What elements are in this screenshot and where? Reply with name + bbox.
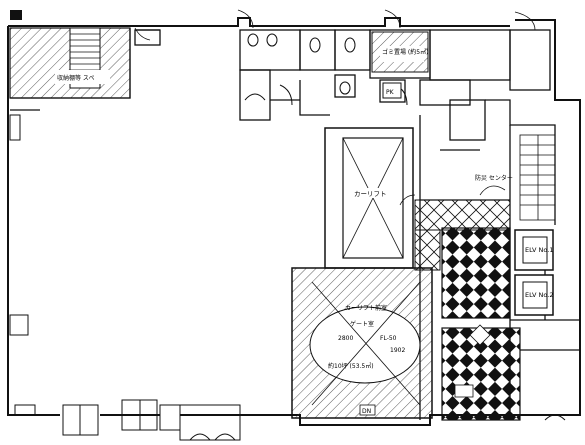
columns [9,114,36,416]
right-staircase [519,134,556,221]
lift-front-room: カーリフト前室 ゲート室 FL-50 2800 1902 約10坪 (53.5㎡… [291,267,433,419]
control-room: 防災 センター [475,172,513,186]
dn-label: DN [362,408,371,415]
car-lift: カーリフト [324,127,414,269]
fl-note: FL-50 [380,335,397,342]
car-lift-label: カーリフト [354,190,387,198]
stair-storage-block: 収納棚等 スペ [9,10,131,99]
lattice-areas [414,199,511,271]
dim-1902: 1902 [390,347,405,354]
area-label: 約10坪 (53.5㎡) [328,362,374,370]
hatch-room: ゴミ置場 (約5㎡) [371,31,429,73]
control-room-label: 防災 センター [475,174,513,182]
pk-label: PK [386,89,395,96]
parking-room-label: カーリフト前室 [345,304,387,312]
door-swings [134,9,536,206]
entrances [62,399,566,441]
elv1-label: ELV No.1 [525,246,553,254]
dim-2800: 2800 [338,335,353,342]
hatch-room-label: ゴミ置場 (約5㎡) [382,48,428,56]
elv2-label: ELV No.2 [525,291,553,299]
pk-box: PK [382,82,402,99]
elevators: ELV No.1 ELV No.2 [514,229,554,316]
elevator-hall [441,227,521,421]
parking-sub-label: ゲート室 [350,320,374,328]
stair-storage-label: 収納棚等 スペ [57,74,95,82]
